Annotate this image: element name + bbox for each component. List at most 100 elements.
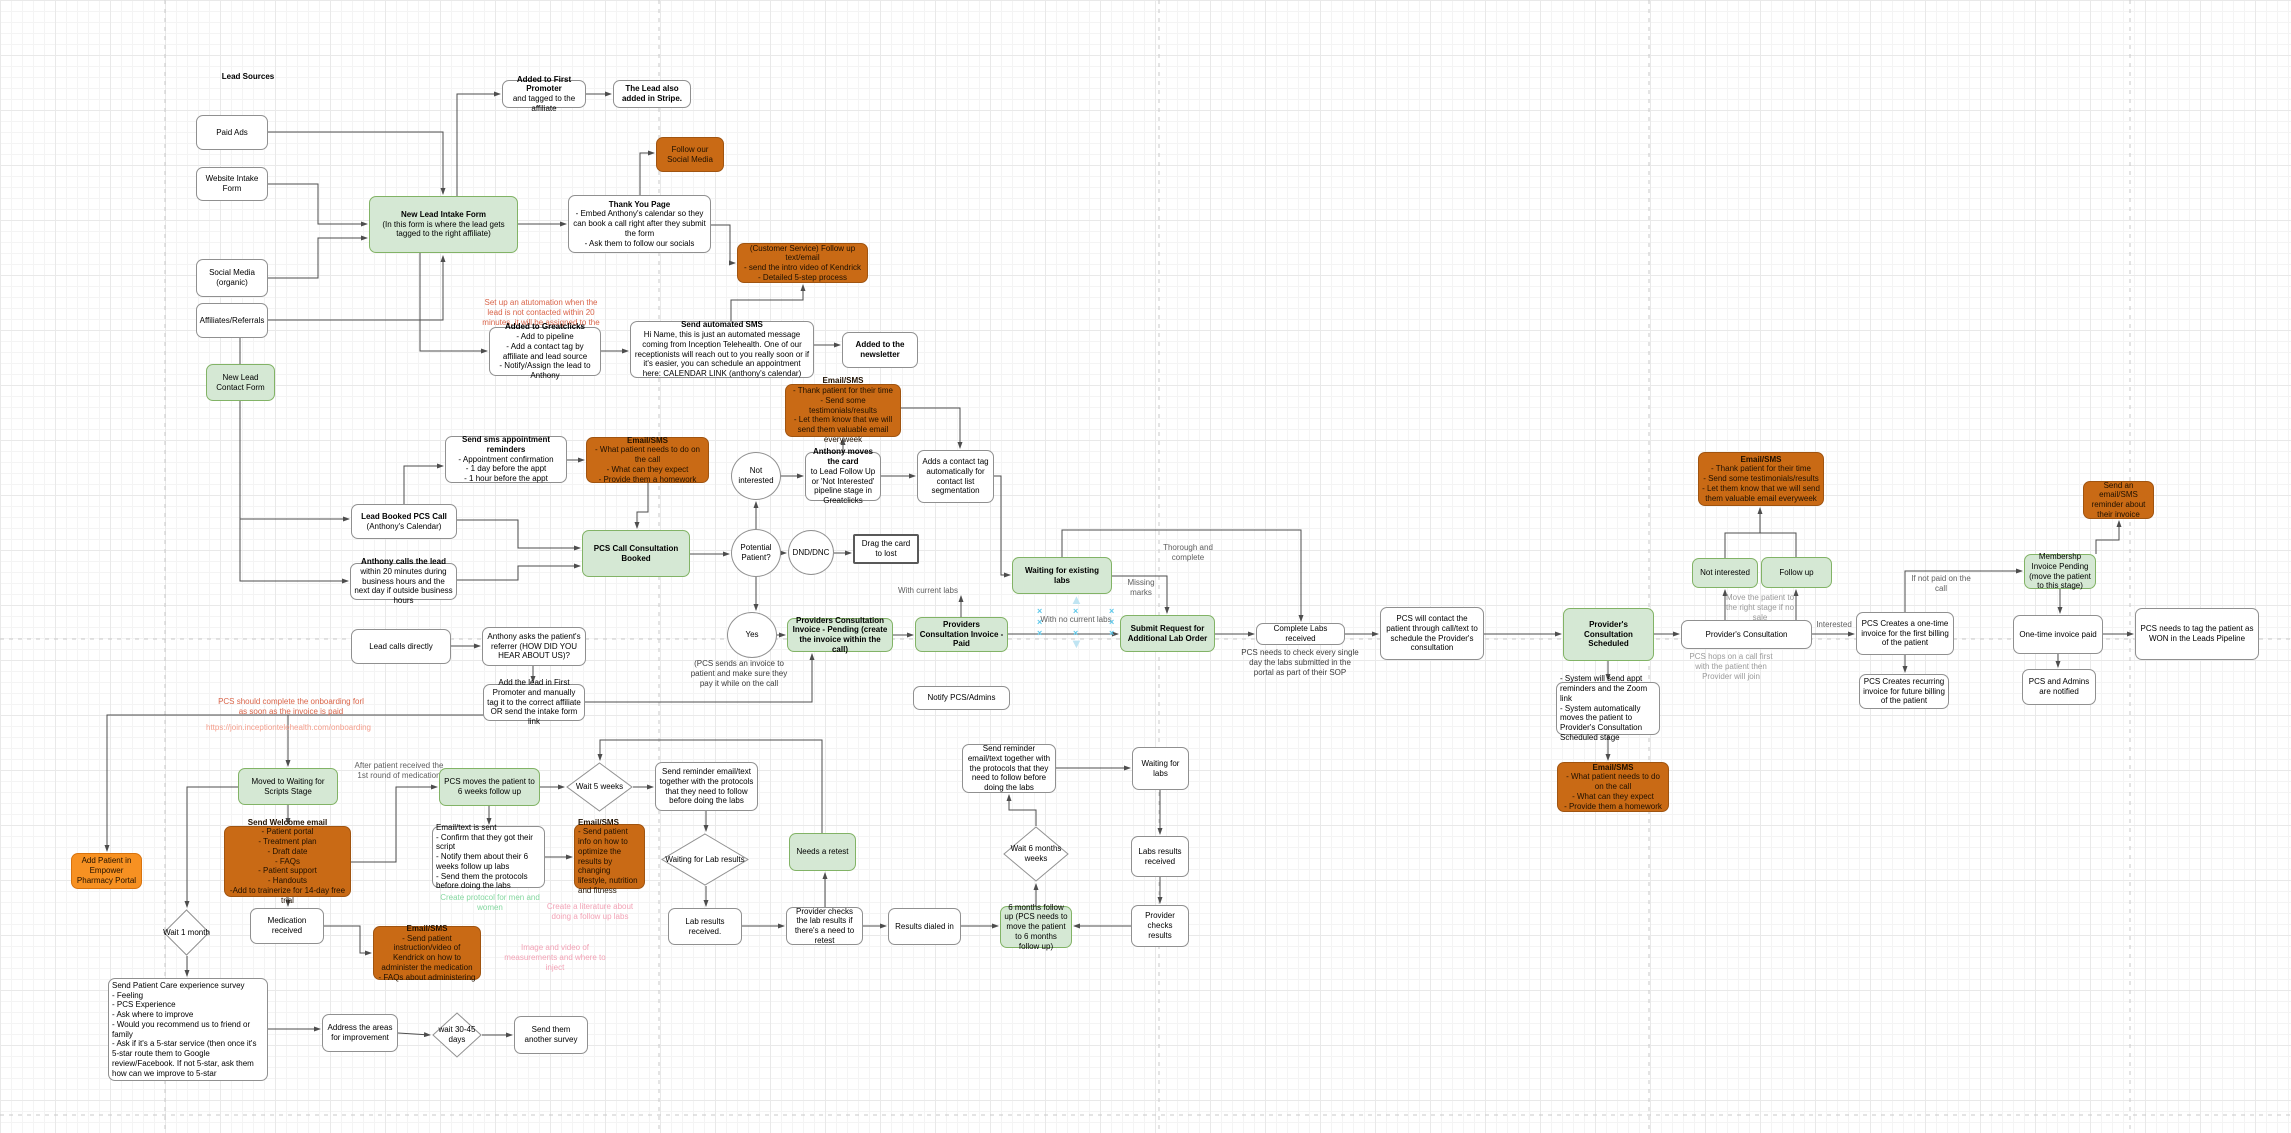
node-address-areas-improvement[interactable]: Address the areas for improvement xyxy=(322,1014,398,1052)
node-send-welcome-email[interactable]: Send Welcome email- Patient portal - Tre… xyxy=(224,818,351,905)
node-pcs-creates-recurring-invoice[interactable]: PCS Creates recurring invoice for future… xyxy=(1859,674,1949,709)
node-providers-consultation-scheduled[interactable]: Provider's Consultation Scheduled xyxy=(1563,608,1654,661)
note-note-pcs-hops[interactable]: PCS hops on a call first with the patien… xyxy=(1689,652,1773,681)
node-anthony-asks-referrer[interactable]: Anthony asks the patient's referrer (HOW… xyxy=(482,627,586,666)
node-lead-added-in-stripe[interactable]: The Lead also added in Stripe. xyxy=(613,80,691,108)
node-email-sms-on-the-call-2[interactable]: Email/SMS- What patient needs to do on t… xyxy=(1557,762,1669,812)
selection-handle-icon[interactable]: × xyxy=(1037,606,1043,616)
node-not-interested-green[interactable]: Not interested xyxy=(1692,558,1758,588)
node-added-to-greatclicks[interactable]: Added to Greatclicks- Add to pipeline - … xyxy=(489,322,601,380)
note-label-move-right-stage[interactable]: Move the patient to the right stage if n… xyxy=(1725,593,1795,622)
node-pcs-creates-one-time-invoice[interactable]: PCS Creates a one-time invoice for the f… xyxy=(1856,612,1954,655)
note-note-pcs-sends-invoice[interactable]: (PCS sends an invoice to patient and mak… xyxy=(690,659,788,688)
node-one-time-invoice-paid[interactable]: One-time invoice paid xyxy=(2013,615,2103,654)
node-providers-invoice-pending[interactable]: Providers Consultation Invoice - Pending… xyxy=(787,616,893,654)
node-provider-checks-results[interactable]: Provider checks results xyxy=(1131,905,1189,947)
node-waiting-for-lab-results[interactable]: Waiting for Lab results xyxy=(661,833,749,886)
node-follow-up-green[interactable]: Follow up xyxy=(1761,557,1832,588)
node-lab-results-received[interactable]: Lab results received. xyxy=(668,908,742,945)
node-send-reminder-protocols-2[interactable]: Send reminder email/text together with t… xyxy=(962,744,1056,793)
node-waiting-existing-labs[interactable]: Waiting for existing labs xyxy=(1012,557,1112,594)
node-providers-consultation[interactable]: Provider's Consultation xyxy=(1681,620,1812,649)
node-new-lead-contact-form[interactable]: New Lead Contact Form xyxy=(206,364,275,401)
node-lead-booked-pcs-call[interactable]: Lead Booked PCS Call(Anthony's Calendar) xyxy=(351,504,457,539)
selection-move-arrow-icon[interactable]: ▲ xyxy=(1070,592,1083,607)
selection-handle-icon[interactable]: × xyxy=(1073,628,1079,638)
node-yes-circle[interactable]: Yes xyxy=(727,612,777,658)
node-thank-you-page[interactable]: Thank You Page- Embed Anthony's calendar… xyxy=(568,195,711,253)
node-not-interested-circle[interactable]: Not interested xyxy=(731,452,781,500)
node-added-to-the-newsletter[interactable]: Added to the newsletter xyxy=(842,332,918,368)
node-paid-ads[interactable]: Paid Ads xyxy=(196,115,268,150)
node-wait-1-month[interactable]: Wait 1 month xyxy=(163,909,210,956)
node-needs-a-retest[interactable]: Needs a retest xyxy=(789,833,856,871)
node-add-patient-empower[interactable]: Add Patient in Empower Pharmacy Portal xyxy=(71,853,142,889)
node-send-another-survey[interactable]: Send them another survey xyxy=(514,1016,588,1054)
note-note-onboarding[interactable]: PCS should complete the onboarding forl … xyxy=(218,697,364,716)
node-add-lead-first-promoter[interactable]: Add the lead in First Promoter and manua… xyxy=(483,678,585,726)
node-new-lead-intake-form[interactable]: New Lead Intake Form(In this form is whe… xyxy=(369,196,518,253)
node-drag-card-to-lost[interactable]: Drag the card to lost xyxy=(853,534,919,564)
node-waiting-for-labs[interactable]: Waiting for labs xyxy=(1132,747,1189,790)
node-lead-calls-directly[interactable]: Lead calls directly xyxy=(351,629,451,664)
node-providers-invoice-paid[interactable]: Providers Consultation Invoice - Paid xyxy=(915,617,1008,652)
node-provider-checks-lab-results[interactable]: Provider checks the lab results if there… xyxy=(786,907,863,945)
selection-handle-icon[interactable]: × xyxy=(1109,606,1115,616)
note-note-onboarding-link[interactable]: https://join.inceptiontelehealth.com/onb… xyxy=(206,723,371,732)
note-note-pcs-check-labs[interactable]: PCS needs to check every single day the … xyxy=(1241,648,1359,677)
selection-handle-icon[interactable]: × xyxy=(1037,628,1043,638)
node-social-media-organic[interactable]: Social Media (organic) xyxy=(196,259,268,297)
node-send-email-sms-reminder-invoice[interactable]: Send an email/SMS reminder about their i… xyxy=(2083,481,2154,519)
node-send-sms-appointment-reminders[interactable]: Send sms appointment reminders- Appointm… xyxy=(445,435,567,483)
note-label-interested[interactable]: Interested xyxy=(1816,620,1852,629)
node-tag-patient-won[interactable]: PCS needs to tag the patient as WON in t… xyxy=(2135,608,2259,660)
node-email-sms-thank-patient-2[interactable]: Email/SMS- Thank patient for their time … xyxy=(1698,452,1824,506)
note-label-after-patient[interactable]: After patient received the 1st round of … xyxy=(354,761,444,780)
selection-move-arrow-icon[interactable]: ▼ xyxy=(1070,636,1083,651)
node-dnd-dnc-circle[interactable]: DND/DNC xyxy=(788,530,834,575)
node-patient-care-survey[interactable]: Send Patient Care experience survey - Fe… xyxy=(108,978,268,1081)
node-email-sms-optimize[interactable]: Email/SMS- Send patient info on how to o… xyxy=(574,818,645,895)
node-email-text-is-sent[interactable]: Email/text is sent - Confirm that they g… xyxy=(432,823,545,890)
node-website-intake-form[interactable]: Website Intake Form xyxy=(196,167,268,201)
node-wait-6-months[interactable]: Wait 6 months weeks xyxy=(1003,826,1069,882)
node-medication-received[interactable]: Medication received xyxy=(250,908,324,944)
note-label-thorough-complete[interactable]: Thorough and complete xyxy=(1163,543,1213,562)
node-email-sms-thank-patient-1[interactable]: Email/SMS- Thank patient for their time … xyxy=(785,376,901,444)
note-label-missing-marks[interactable]: Missing marks xyxy=(1127,578,1155,597)
node-six-months-follow-up[interactable]: 6 months follow up (PCS needs to move th… xyxy=(1000,903,1072,951)
node-affiliates-referrals[interactable]: Affiliates/Referrals xyxy=(196,303,268,338)
node-follow-our-social-media[interactable]: Follow our Social Media xyxy=(656,137,724,172)
node-system-appt-reminders[interactable]: - System will send appt reminders and th… xyxy=(1556,674,1660,742)
node-complete-labs-received[interactable]: Complete Labs received xyxy=(1256,623,1345,645)
selection-handle-icon[interactable]: × xyxy=(1109,617,1115,627)
node-notify-pcs-admins[interactable]: Notify PCS/Admins xyxy=(913,686,1010,710)
note-with-no-current-labs[interactable]: With no current labs xyxy=(1040,615,1112,624)
note-note-create-protocol[interactable]: Create protocol for men and women xyxy=(440,893,540,912)
node-labs-results-received[interactable]: Labs results received xyxy=(1131,836,1189,877)
node-membership-invoice-pending[interactable]: Membershp Invoice Pending (move the pati… xyxy=(2024,552,2096,590)
note-label-with-current-labs[interactable]: With current labs xyxy=(897,586,959,595)
node-pcs-will-contact-patient[interactable]: PCS will contact the patient through cal… xyxy=(1380,607,1484,660)
node-pcs-call-consultation-booked[interactable]: PCS Call Consultation Booked xyxy=(582,530,690,577)
node-wait-30-45-days[interactable]: wait 30-45 days xyxy=(432,1012,482,1058)
node-potential-patient-circle[interactable]: Potential Patient? xyxy=(731,529,781,577)
note-label-if-not-paid[interactable]: If not paid on the call xyxy=(1911,574,1971,593)
note-lead-sources-title[interactable]: Lead Sources xyxy=(221,72,275,81)
node-submit-request-lab-order[interactable]: Submit Request for Additional Lab Order xyxy=(1120,615,1215,652)
node-email-sms-on-the-call-1[interactable]: Email/SMS- What patient needs to do on t… xyxy=(586,436,709,484)
note-note-create-literature[interactable]: Create a literature about doing a follow… xyxy=(546,902,634,921)
node-results-dialed-in[interactable]: Results dialed in xyxy=(888,908,961,945)
node-send-reminder-protocols-1[interactable]: Send reminder email/text together with t… xyxy=(655,762,758,811)
node-pcs-admins-notified[interactable]: PCS and Admins are notified xyxy=(2022,669,2096,705)
node-wait-5-weeks[interactable]: Wait 5 weeks xyxy=(566,762,633,812)
selection-handle-icon[interactable]: × xyxy=(1109,628,1115,638)
note-note-image-video[interactable]: Image and video of measurements and wher… xyxy=(504,943,606,972)
node-adds-a-contact-tag[interactable]: Adds a contact tag automatically for con… xyxy=(917,450,994,503)
selection-handle-icon[interactable]: × xyxy=(1037,617,1043,627)
node-customer-service-follow-up[interactable]: (Customer Service) Follow up text/email … xyxy=(737,243,868,283)
